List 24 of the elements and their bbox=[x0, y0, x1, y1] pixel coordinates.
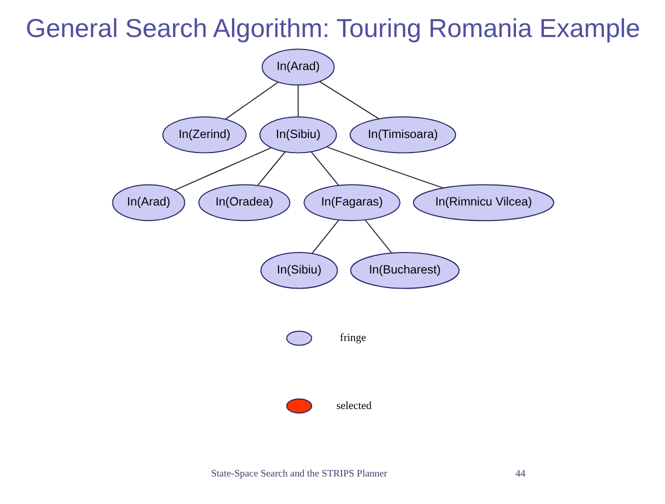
label: 44 bbox=[515, 468, 525, 480]
connector bbox=[256, 151, 286, 186]
connector bbox=[318, 81, 379, 120]
connector bbox=[310, 151, 338, 186]
diagram-title: General Search Algorithm: Touring Romania Example bbox=[25, 14, 640, 43]
label: State-Space Search and the STRIPS Planner bbox=[210, 468, 387, 480]
node-ellipse: In(Fagaras) bbox=[303, 184, 400, 222]
node-ellipse: In(Sibiu) bbox=[260, 252, 338, 289]
legend-label: fringe bbox=[339, 332, 366, 344]
connector bbox=[364, 220, 392, 254]
node-ellipse: In(Timisoara) bbox=[349, 116, 456, 154]
connector bbox=[297, 84, 298, 117]
node-ellipse: In(Zerind) bbox=[162, 116, 246, 154]
node-ellipse: In(Arad) bbox=[261, 48, 334, 86]
connector bbox=[224, 82, 278, 120]
connector bbox=[310, 220, 339, 254]
connector bbox=[174, 147, 272, 191]
node-ellipse: In(Oradea) bbox=[198, 184, 290, 222]
node-ellipse: In(Bucharest) bbox=[350, 252, 460, 289]
legend-label: selected bbox=[336, 400, 372, 412]
node-ellipse: In(Rimnicu Vilcea) bbox=[412, 184, 554, 222]
node-ellipse: In(Arad) bbox=[112, 184, 185, 222]
node-ellipse: In(Sibiu) bbox=[258, 116, 336, 154]
connector bbox=[326, 146, 444, 188]
